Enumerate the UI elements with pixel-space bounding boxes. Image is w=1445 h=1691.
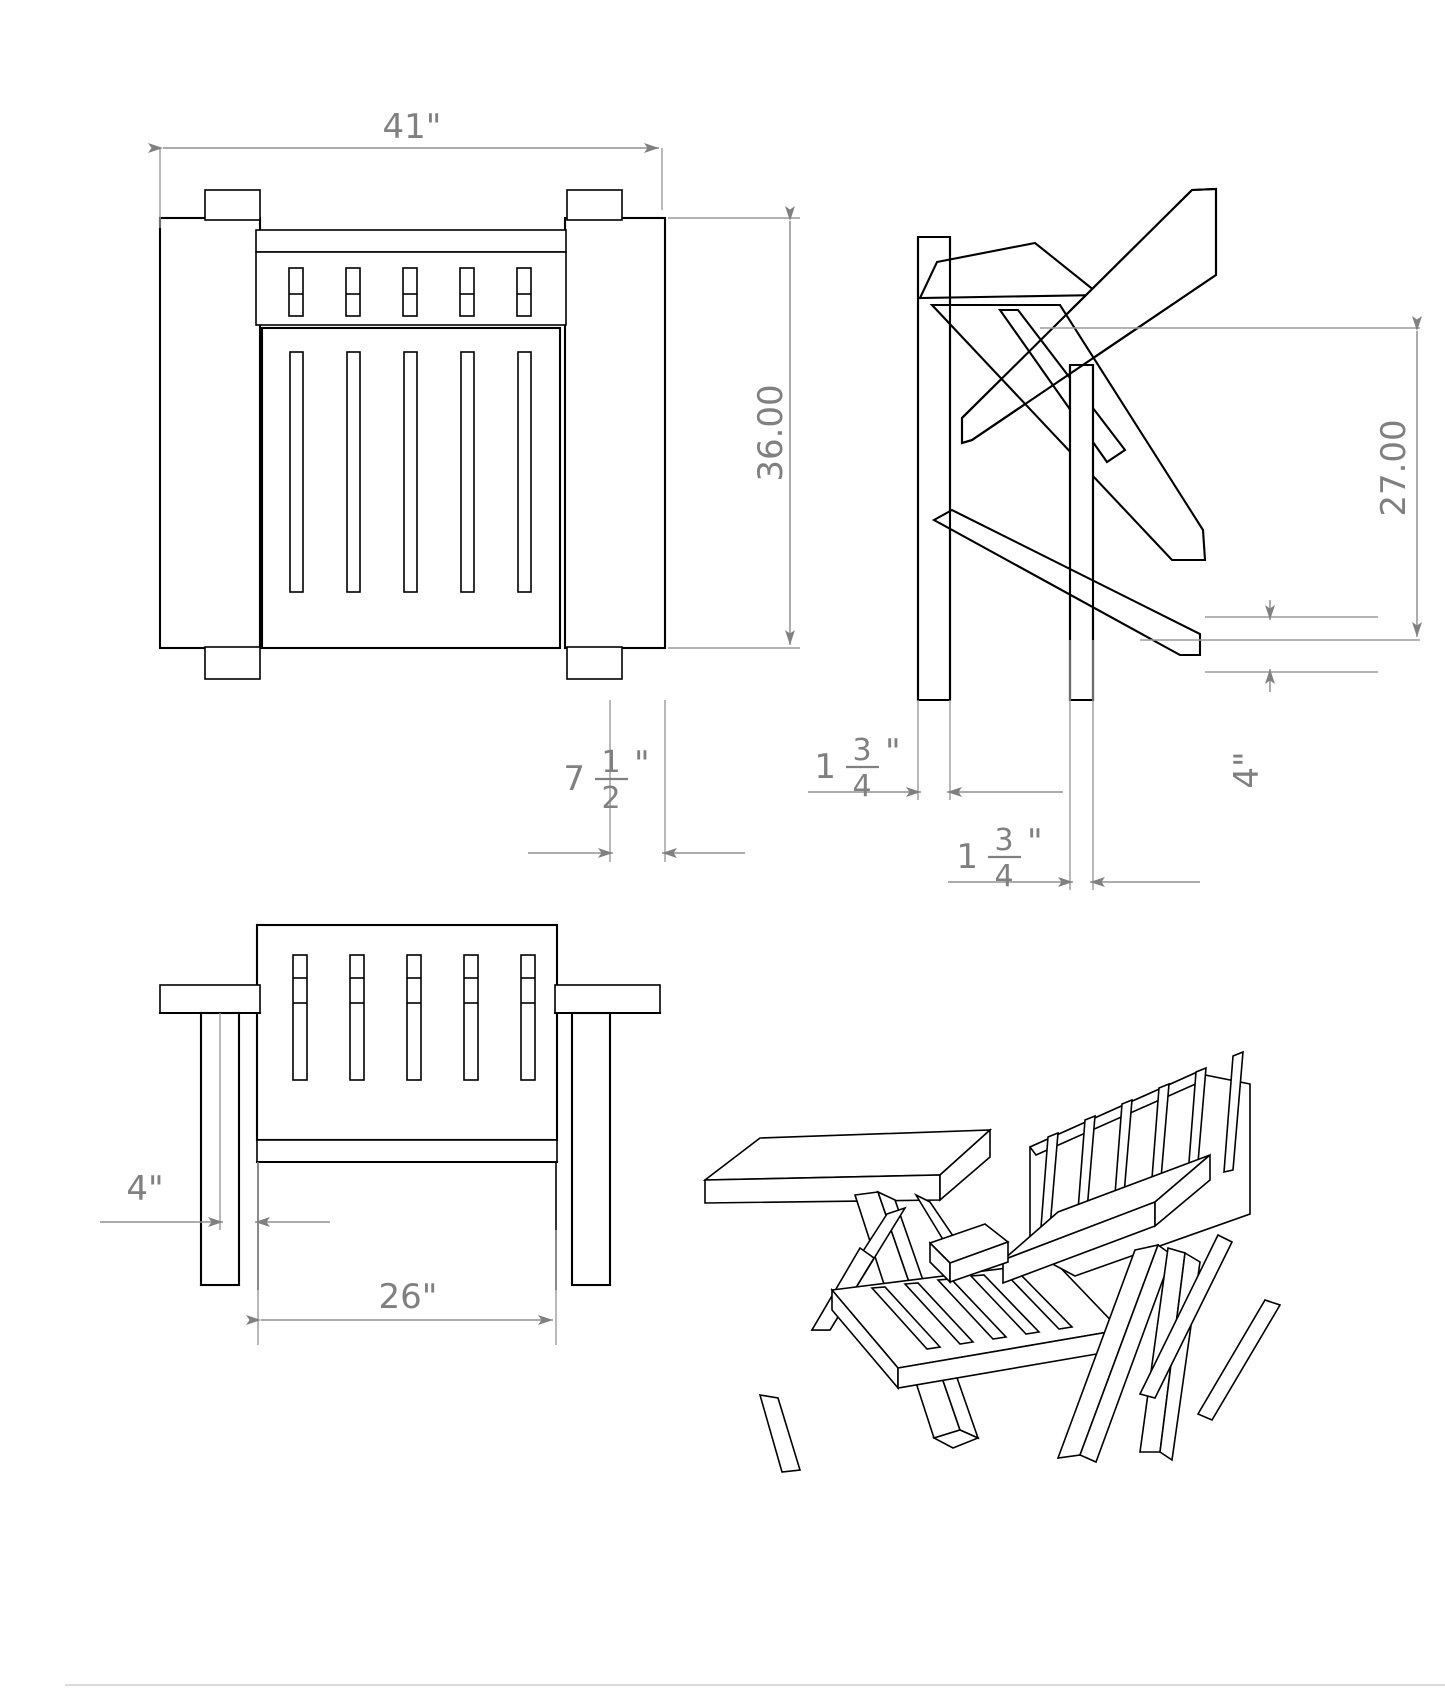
dim-label-leg-upper-whole: 1: [814, 747, 836, 787]
dim-leg-thickness-upper: 1 3 4 ": [808, 700, 1063, 804]
dim-label-leg-upper-denominator: 4: [852, 769, 871, 804]
dim-label-overhang-denominator: 2: [601, 781, 620, 816]
dim-label-leg-offset: 4": [126, 1169, 163, 1209]
dim-label-leg-lower-numerator: 3: [994, 823, 1013, 858]
dim-label-table-width: 41": [383, 107, 442, 147]
dim-table-width: 41": [148, 107, 663, 228]
end-elevation-geometry: [916, 187, 1218, 702]
isometric-seat-slats: [870, 1270, 1074, 1350]
dim-label-table-depth: 36.00: [751, 384, 791, 481]
dim-label-leg-lower-whole: 1: [956, 837, 978, 877]
dim-seat-width: 26": [246, 1230, 557, 1345]
dim-label-leg-upper-numerator: 3: [852, 733, 871, 768]
top-view-seat-slats: [289, 351, 532, 593]
dim-label-seat-width: 26": [379, 1277, 438, 1317]
dim-seat-overhang: 7 1 2 ": [528, 700, 745, 862]
dim-table-depth: 36.00: [668, 206, 800, 649]
dim-label-leg-upper-inch: ": [885, 732, 901, 772]
dim-label-overhang-inch: ": [634, 744, 650, 784]
front-view-backrest-slats: [292, 954, 536, 1081]
dim-leg-offset: 4": [100, 1013, 330, 1230]
isometric-view-geometry: [702, 1050, 1282, 1473]
dim-label-overhang-numerator: 1: [601, 745, 620, 780]
dim-label-overhang-whole: 7: [563, 759, 585, 799]
dim-label-leg-lower-inch: ": [1027, 822, 1043, 862]
dim-label-leg-lower-denominator: 4: [994, 859, 1013, 894]
dim-seat-height: 27.00: [1040, 316, 1422, 641]
front-elevation-geometry: [158, 923, 662, 1290]
dim-board-thickness: 4": [1205, 600, 1378, 789]
top-view-geometry: [158, 189, 667, 680]
dim-label-seat-height: 27.00: [1374, 419, 1414, 516]
dim-leg-thickness-lower: 1 3 4 ": [948, 640, 1200, 894]
top-view-backrest-slats: [288, 267, 532, 317]
dim-label-board-thickness: 4": [1227, 751, 1267, 788]
